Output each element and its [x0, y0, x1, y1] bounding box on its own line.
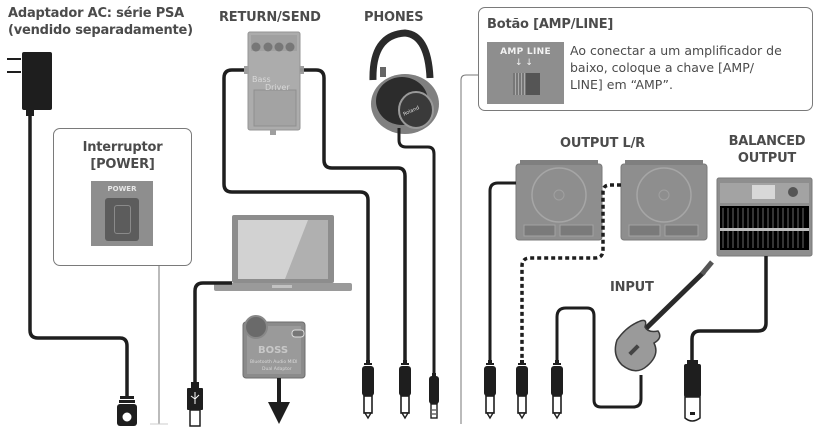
amp-line-switch[interactable]	[513, 73, 540, 95]
balanced-output-cable	[690, 256, 768, 362]
output-r-cable	[520, 183, 621, 360]
amp-line-switch-panel: AMP LINE ↓ ↓	[487, 42, 564, 104]
input-jack-icon	[550, 359, 564, 419]
adapter-label: Adaptador AC: série PSA (vendido separad…	[8, 5, 193, 39]
input-label: INPUT	[610, 280, 654, 295]
adapter-label-line1: Adaptador AC: série PSA	[8, 6, 185, 21]
bluetooth-adaptor-icon	[242, 315, 306, 379]
amp-line-note-line1: Ao conectar a um amplificador de	[570, 43, 782, 58]
amp-line-note: Ao conectar a um amplificador de baixo, …	[570, 42, 782, 93]
bt-adaptor-brand: BOSS	[258, 345, 288, 356]
amp-line-note-line2: baixo, coloque a chave [AMP/	[570, 60, 754, 75]
usb-cable	[193, 281, 232, 398]
balanced-output-line2: OUTPUT	[737, 151, 797, 166]
amp-line-title: Botão [AMP/LINE]	[487, 17, 614, 32]
power-switch-button[interactable]	[105, 198, 139, 241]
return-send-label: RETURN/SEND	[219, 10, 321, 25]
return-cable	[222, 68, 370, 360]
bt-adaptor-line1: Bluetooth Audio MIDI	[250, 359, 298, 365]
power-switch-rocker-icon	[114, 205, 131, 234]
adapter-label-line2: (vendido separadamente)	[8, 23, 193, 38]
power-panel-label: POWER	[107, 185, 137, 193]
arrow-down-icon	[268, 378, 290, 424]
headphones-icon	[369, 29, 439, 134]
headphones-brand: Roland	[402, 105, 420, 118]
phones-cable	[397, 128, 436, 375]
ac-adapter-icon	[7, 52, 52, 116]
phones-mini-jack-icon	[429, 373, 439, 419]
output-l-jack-icon	[483, 359, 497, 419]
speaker-right-icon	[620, 160, 708, 241]
bt-adaptor-line2: Dual Adaptor	[262, 366, 292, 372]
send-jack-icon	[398, 359, 412, 419]
output-lr-label: OUTPUT L/R	[560, 136, 645, 151]
speaker-left-icon	[515, 160, 603, 241]
power-switch-title: Interruptor [POWER]	[54, 139, 191, 173]
power-title-line2: [POWER]	[90, 157, 155, 172]
output-r-jack-icon	[515, 359, 529, 419]
amp-line-switch-knob	[513, 73, 526, 95]
amp-line-panel-labels: AMP LINE	[500, 47, 551, 57]
pedal-brand-line1: Bass	[252, 75, 271, 84]
dc-plug-icon	[117, 396, 137, 426]
arrow-down-icons: ↓ ↓	[515, 58, 533, 68]
balanced-output-line1: BALANCED	[728, 134, 806, 149]
send-cable	[300, 68, 407, 360]
amp-line-callout-line	[460, 74, 478, 424]
mixer-console-icon	[716, 177, 813, 257]
power-switch-panel: POWER	[91, 181, 153, 246]
input-cable	[555, 306, 643, 409]
usb-plug-icon	[187, 382, 203, 427]
balanced-output-label: BALANCED OUTPUT	[722, 133, 812, 167]
amp-line-note-line3: LINE] em “AMP”.	[570, 77, 674, 92]
power-switch-callout: Interruptor [POWER] POWER	[53, 128, 192, 266]
xlr-plug-icon	[684, 360, 701, 422]
return-jack-icon	[361, 359, 375, 419]
amp-line-callout: Botão [AMP/LINE] AMP LINE ↓ ↓ Ao conecta…	[478, 7, 813, 111]
pedal-brand-line2: Driver	[265, 83, 290, 92]
laptop-icon	[214, 215, 352, 291]
power-title-line1: Interruptor	[82, 140, 163, 155]
effects-pedal-icon	[244, 31, 304, 135]
phones-label: PHONES	[364, 10, 424, 25]
output-l-cable	[488, 181, 516, 360]
